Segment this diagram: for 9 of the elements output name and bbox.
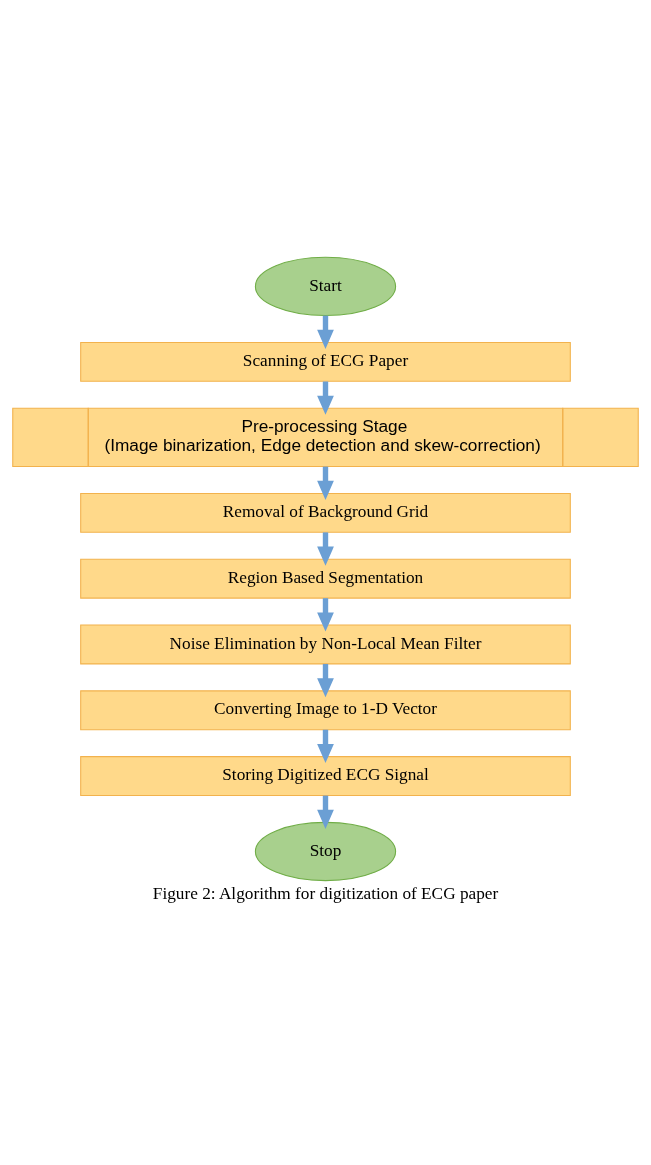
node-box: Region Based Segmentation <box>80 558 571 599</box>
node-box: Storing Digitized ECG Signal <box>80 755 571 796</box>
node-box: Removal of Background Grid <box>80 492 571 533</box>
caption: Figure 2: Algorithm for digitization of ECG paper <box>152 883 499 903</box>
node-box: Scanning of ECG Paper <box>80 341 571 382</box>
node-ellipse: Stop <box>254 821 397 881</box>
node-box: Converting Image to 1-D Vector <box>80 689 571 730</box>
node-ellipse: Start <box>254 256 397 316</box>
node-box: Noise Elimination by Non-Local Mean Filter <box>80 624 571 664</box>
